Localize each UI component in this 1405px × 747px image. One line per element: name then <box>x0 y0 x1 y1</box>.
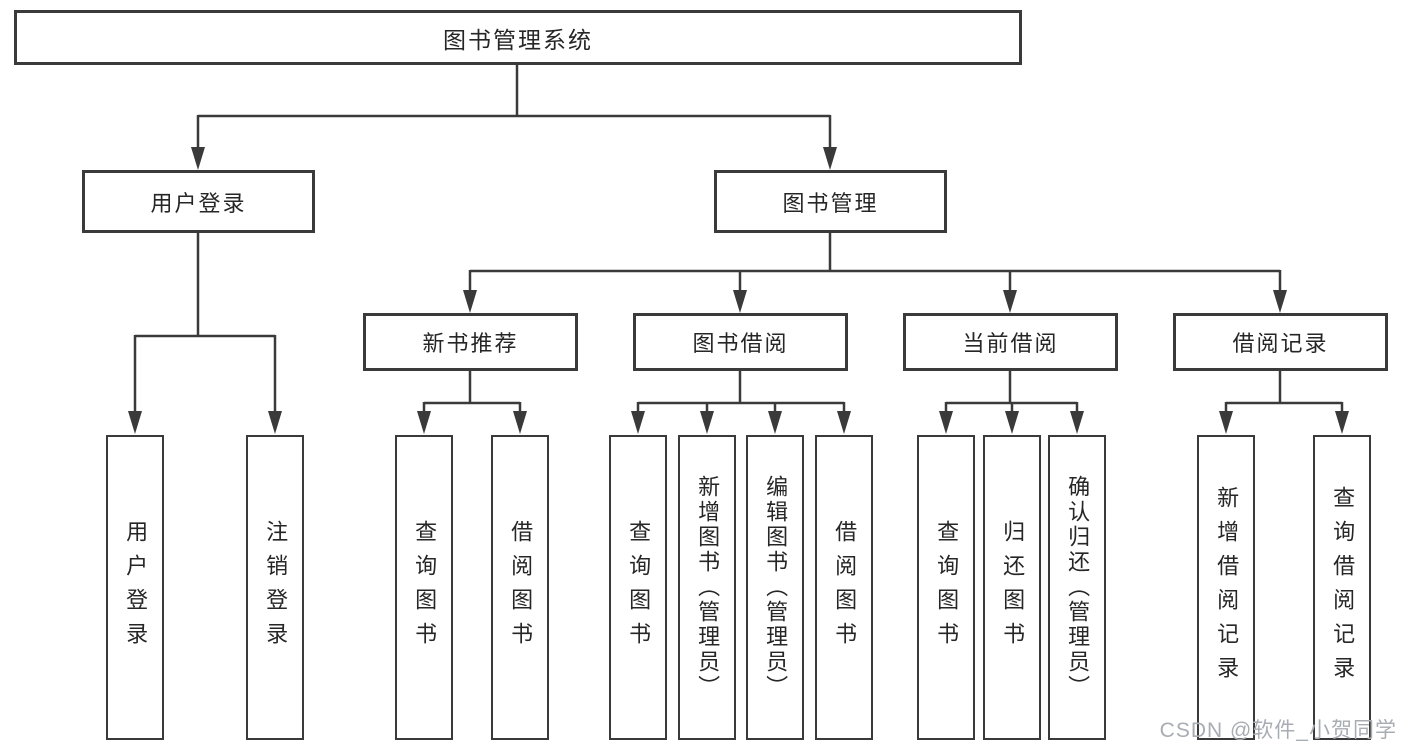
arrowheads <box>128 147 1349 434</box>
leaf-newbooks-borrow: 借阅图书 <box>491 435 549 740</box>
leaf-records-query: 查询借阅记录 <box>1313 435 1371 740</box>
leaf-currentborrow-return-label: 归还图书 <box>1000 519 1026 656</box>
leaf-bookborrow-borrow-label: 借阅图书 <box>832 519 858 656</box>
node-new-books-label: 新书推荐 <box>422 331 519 356</box>
csdn-watermark: CSDN @软件_小贺同学 <box>1159 719 1397 742</box>
leaf-bookborrow-edit-admin-label: 编辑图书（管理员） <box>763 475 789 700</box>
leaf-user-login-label: 用户登录 <box>123 519 149 656</box>
leaf-user-login: 用户登录 <box>106 435 164 740</box>
node-new-books: 新书推荐 <box>363 313 578 371</box>
node-book-management: 图书管理 <box>714 170 947 233</box>
leaf-logout-label: 注销登录 <box>263 519 289 656</box>
node-user-login-label: 用户登录 <box>150 190 247 216</box>
node-user-login: 用户登录 <box>82 170 315 233</box>
leaf-newbooks-borrow-label: 借阅图书 <box>508 519 534 656</box>
node-borrow-records-label: 借阅记录 <box>1232 331 1329 356</box>
node-borrow-records: 借阅记录 <box>1173 313 1388 371</box>
leaf-bookborrow-add-admin-label: 新增图书（管理员） <box>695 475 721 700</box>
leaf-currentborrow-confirm-admin: 确认归还（管理员） <box>1048 435 1106 740</box>
node-book-borrow-label: 图书借阅 <box>692 331 789 356</box>
leaf-bookborrow-edit-admin: 编辑图书（管理员） <box>746 435 804 740</box>
leaf-records-query-label: 查询借阅记录 <box>1330 485 1356 690</box>
leaf-bookborrow-borrow: 借阅图书 <box>815 435 873 740</box>
node-book-borrow: 图书借阅 <box>633 313 848 371</box>
leaf-currentborrow-confirm-admin-label: 确认归还（管理员） <box>1065 475 1091 700</box>
node-current-borrow: 当前借阅 <box>903 313 1118 371</box>
leaf-newbooks-query: 查询图书 <box>395 435 453 740</box>
leaf-bookborrow-add-admin: 新增图书（管理员） <box>678 435 736 740</box>
node-book-management-label: 图书管理 <box>782 190 879 216</box>
leaf-currentborrow-query-label: 查询图书 <box>934 519 960 656</box>
node-current-borrow-label: 当前借阅 <box>962 331 1059 356</box>
leaf-bookborrow-query-label: 查询图书 <box>626 519 652 656</box>
leaf-logout: 注销登录 <box>246 435 304 740</box>
node-system-root: 图书管理系统 <box>14 10 1022 65</box>
leaf-bookborrow-query: 查询图书 <box>609 435 667 740</box>
leaf-records-add-label: 新增借阅记录 <box>1214 485 1240 690</box>
leaf-newbooks-query-label: 查询图书 <box>412 519 438 656</box>
leaf-currentborrow-query: 查询图书 <box>917 435 975 740</box>
node-system-root-label: 图书管理系统 <box>443 26 593 53</box>
leaf-records-add: 新增借阅记录 <box>1197 435 1255 740</box>
leaf-currentborrow-return: 归还图书 <box>983 435 1041 740</box>
